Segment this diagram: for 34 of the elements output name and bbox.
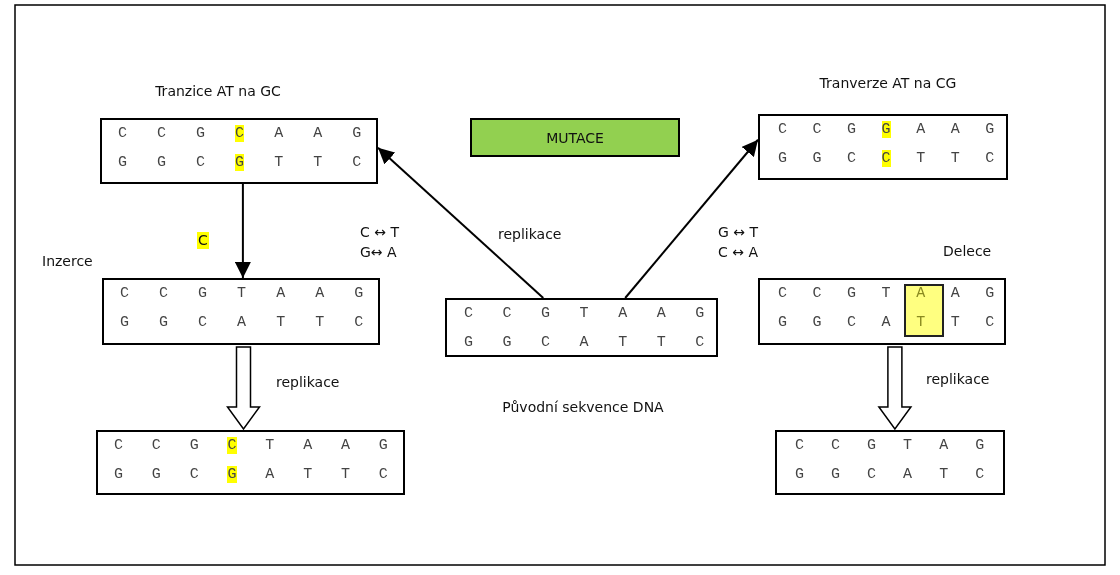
arrow xyxy=(624,138,759,299)
sequence-box xyxy=(775,430,1005,495)
edge-label: G ↔ T C ↔ A xyxy=(718,223,760,262)
sequence-row: G G C C T T C xyxy=(778,149,995,169)
arrow xyxy=(377,146,545,299)
edge-label: replikace xyxy=(276,373,340,392)
edge-label: C xyxy=(197,232,209,249)
box-heading: Tranzice AT na GC xyxy=(154,82,282,100)
sequence-box xyxy=(96,430,405,495)
sequence-row: G G C A T T C xyxy=(778,313,995,333)
box-heading: Původní sekvence DNA xyxy=(501,398,665,416)
title-box xyxy=(470,118,680,157)
sequence-row: C C G T A A G xyxy=(464,304,705,324)
block-arrow xyxy=(226,346,261,431)
title-text: MUTACE xyxy=(546,129,604,146)
block-arrow xyxy=(877,346,913,431)
process-label: replikace xyxy=(498,226,562,242)
sequence-row: C C G G A A G xyxy=(778,120,995,140)
box-heading: Tranverze AT na CG xyxy=(818,74,958,92)
arrow xyxy=(234,183,251,279)
box-heading: Inzerce xyxy=(42,252,93,270)
sequence-row: C C G T A A G xyxy=(778,284,995,304)
sequence-row: G G C A T C xyxy=(795,465,985,485)
box-heading: Delece xyxy=(943,242,992,260)
sequence-row: C C G T A A G xyxy=(120,284,364,304)
edge-label: C ↔ T G↔ A xyxy=(360,223,400,262)
sequence-row: G G C G T T C xyxy=(118,153,362,173)
sequence-row: G G C A T T C xyxy=(464,333,705,353)
sequence-row: C C G C T A A G xyxy=(114,436,388,456)
sequence-row: G G C G A T T C xyxy=(114,465,388,485)
sequence-row: C C G C A A G xyxy=(118,124,362,144)
edge-label: replikace xyxy=(926,370,990,389)
sequence-row: G G C A T T C xyxy=(120,313,364,333)
sequence-row: C C G T A G xyxy=(795,436,985,456)
